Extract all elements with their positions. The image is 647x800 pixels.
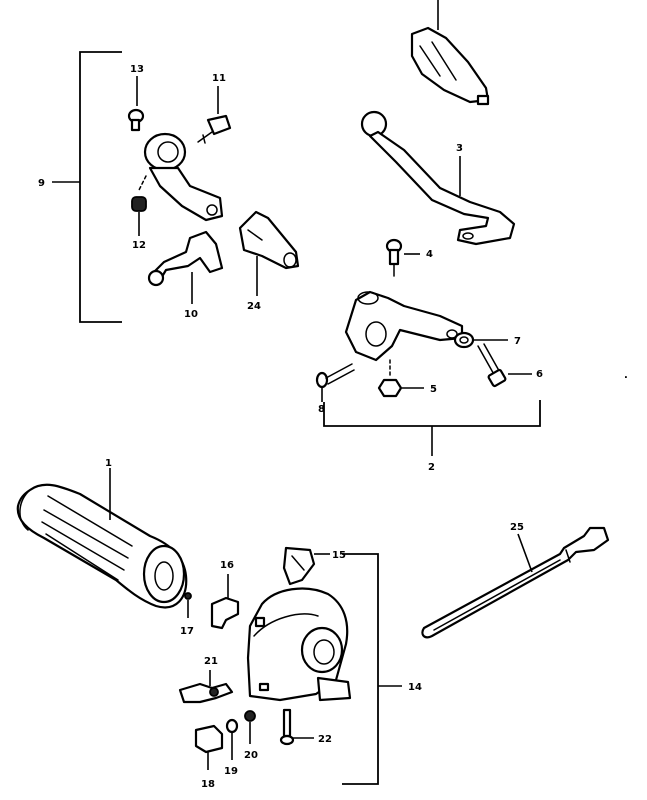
part-5-nut: 5 [377,359,437,398]
callout-14: 14 [408,682,422,693]
part-2-holder [344,290,464,362]
part-15-cap: 15 [282,546,346,586]
part-7-washer: 7 [453,331,521,349]
part-3-lever: 3 [360,110,516,246]
part-18-connector: 18 [194,724,224,790]
part-8-bolt: 8 [315,363,355,415]
part-11-bolt: 11 [197,73,232,144]
bracket-9 [79,51,122,323]
stray-mark: . [624,370,628,381]
part-17-screw: 17 [180,592,194,637]
callout-22: 22 [318,734,332,745]
callout-9: 9 [38,178,45,189]
callout-24: 24 [247,301,261,312]
callout-12: 12 [132,240,146,251]
callout-25: 25 [510,522,524,533]
part-12-nut: 12 [131,196,147,251]
callout-20: 20 [244,750,258,761]
part-9-lever-holder [137,132,224,222]
callout-21: 21 [204,656,218,667]
part-25-strap: 25 [421,522,610,639]
callout-4: 4 [426,249,433,260]
part-4-bolt: 4 [385,238,433,277]
part-16-switch-knob: 16 [210,560,240,630]
group-14-switch-assembly: 14 15 16 17 [178,546,422,790]
callout-1: 1 [105,458,112,469]
boot-part [410,0,490,106]
part-10-lever: 10 [147,230,224,320]
group-2-assembly: 3 4 7 6 [315,0,628,473]
callout-11: 11 [212,73,226,84]
callout-6: 6 [536,369,543,380]
callout-15: 15 [332,550,346,561]
callout-17: 17 [180,626,194,637]
callout-19: 19 [224,766,238,777]
part-22-screw: 22 [279,708,332,746]
part-19-washer: 19 [224,718,239,777]
callout-18: 18 [201,779,215,790]
callout-8: 8 [318,404,325,415]
part-1-grip: 1 [16,458,188,609]
part-24-cover: 24 [238,210,300,312]
part-21-switch: 21 [178,656,234,704]
callout-3: 3 [456,143,463,154]
callout-13: 13 [130,64,144,75]
callout-2: 2 [428,462,435,473]
callout-5: 5 [430,384,437,395]
part-20-spring: 20 [244,710,258,761]
part-13-screw: 13 [127,64,145,132]
callout-10: 10 [184,309,198,320]
part-14-switch-housing [246,587,352,702]
bracket-2 [323,400,541,427]
callout-16: 16 [220,560,234,571]
part-6-bolt: 6 [477,343,543,388]
bracket-14 [342,553,379,785]
group-9-assembly: 9 13 11 12 [38,51,300,323]
callout-7: 7 [514,336,521,347]
